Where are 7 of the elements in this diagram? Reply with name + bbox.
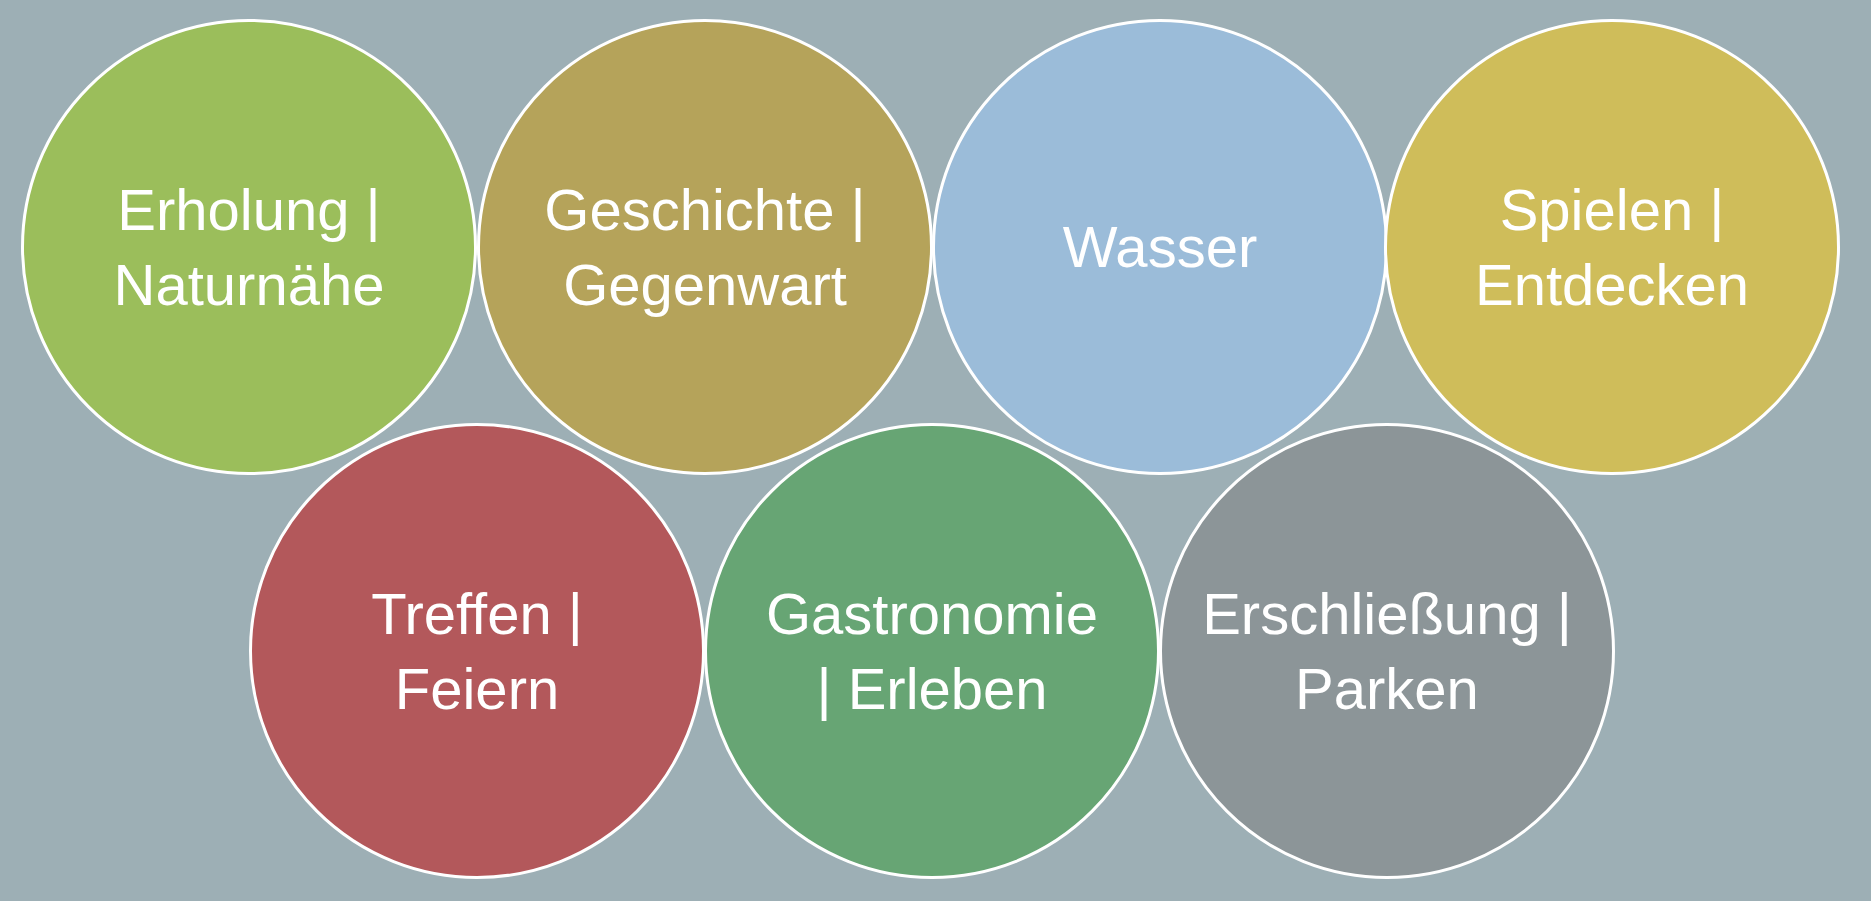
topic-label: Erholung | Naturnähe	[112, 175, 386, 319]
topic-label: Wasser	[1062, 213, 1258, 282]
topic-label: Spielen | Entdecken	[1473, 175, 1751, 319]
topic-label: Erschließung | Parken	[1201, 579, 1573, 723]
topic-label: Geschichte | Gegenwart	[543, 175, 867, 319]
topic-label: Treffen | Feiern	[370, 579, 584, 723]
topic-label: Gastronomie | Erleben	[765, 579, 1099, 723]
